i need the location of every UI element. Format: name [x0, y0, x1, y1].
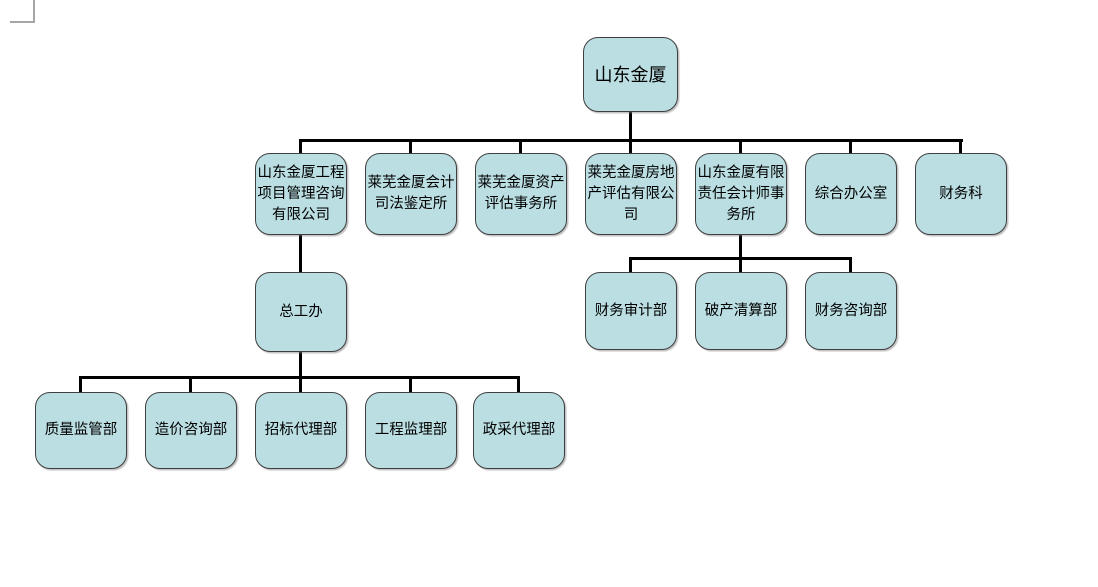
org-node-label: 山东金厦有限 责任会计师事 务所 — [697, 164, 785, 223]
org-node-label: 财务审计部 — [594, 302, 668, 319]
connector-zgb-stem — [299, 352, 302, 379]
connector-stub-l2-2 — [409, 139, 412, 153]
org-node-judicial-appraisal[interactable]: 莱芜金厦会计 司法鉴定所 — [365, 153, 457, 235]
connector-stub-l2-7 — [959, 139, 962, 153]
org-node-quality-supervision-dept[interactable]: 质量监管部 — [35, 392, 127, 469]
org-node-label: 总工办 — [279, 303, 323, 320]
connector-stub-l2-5 — [739, 139, 742, 153]
org-node-bankruptcy-liquidation-dept[interactable]: 破产清算部 — [695, 272, 787, 350]
org-node-shandong-jinxia[interactable]: 山东金厦 — [583, 37, 678, 112]
org-node-financial-audit-dept[interactable]: 财务审计部 — [585, 272, 677, 350]
connector-stub-cwzx — [849, 257, 852, 272]
connector-stub-l2-1 — [299, 139, 302, 153]
org-node-bidding-agency-dept[interactable]: 招标代理部 — [255, 392, 347, 469]
connector-root-stem — [629, 112, 632, 142]
org-node-engineering-consulting[interactable]: 山东金厦工程 项目管理咨询 有限公司 — [255, 153, 347, 235]
connector-stub-l2-4 — [629, 139, 632, 153]
org-node-label: 财务咨询部 — [814, 302, 888, 319]
connector-stub-pcqs — [739, 257, 742, 272]
org-node-label: 政采代理部 — [482, 422, 556, 438]
connector-l21-to-zgb — [299, 235, 302, 272]
org-node-cost-consulting-dept[interactable]: 造价咨询部 — [145, 392, 237, 469]
org-node-label: 工程监理部 — [374, 422, 448, 438]
org-node-accounting-firm[interactable]: 山东金厦有限 责任会计师事 务所 — [695, 153, 787, 235]
page-margin-corner-mark-horizontal — [10, 21, 35, 23]
org-node-label: 质量监管部 — [44, 422, 118, 438]
org-node-label: 造价咨询部 — [154, 422, 228, 438]
org-node-asset-valuation[interactable]: 莱芜金厦资产 评估事务所 — [475, 153, 567, 235]
org-node-label: 综合办公室 — [814, 185, 888, 202]
connector-stub-l4-2 — [189, 376, 192, 392]
page-margin-corner-mark-vertical — [33, 0, 35, 23]
org-node-label: 山东金厦工程 项目管理咨询 有限公司 — [257, 164, 345, 223]
org-node-gov-procurement-agency-dept[interactable]: 政采代理部 — [473, 392, 565, 469]
org-node-general-office[interactable]: 综合办公室 — [805, 153, 897, 235]
org-node-label: 破产清算部 — [704, 302, 778, 319]
connector-stub-l4-3 — [299, 376, 302, 392]
org-node-realestate-appraisal[interactable]: 莱芜金厦房地 产评估有限公 司 — [585, 153, 677, 235]
connector-stub-l4-4 — [409, 376, 412, 392]
org-node-label: 莱芜金厦资产 评估事务所 — [477, 175, 565, 212]
org-node-finance-section[interactable]: 财务科 — [915, 153, 1007, 235]
connector-stub-l4-1 — [79, 376, 82, 392]
connector-stub-l4-5 — [517, 376, 520, 392]
org-node-label: 莱芜金厦会计 司法鉴定所 — [367, 175, 455, 212]
org-node-financial-consulting-dept[interactable]: 财务咨询部 — [805, 272, 897, 350]
org-node-label: 山东金厦 — [594, 64, 667, 85]
connector-stub-cwsj — [629, 257, 632, 272]
org-node-chief-engineer-office[interactable]: 总工办 — [255, 272, 347, 352]
connector-l25-stem — [739, 235, 742, 260]
org-node-label: 招标代理部 — [264, 422, 338, 438]
org-node-project-supervision-dept[interactable]: 工程监理部 — [365, 392, 457, 469]
connector-stub-l2-6 — [849, 139, 852, 153]
org-node-label: 财务科 — [939, 185, 983, 202]
org-node-label: 莱芜金厦房地 产评估有限公 司 — [587, 164, 675, 223]
connector-stub-l2-3 — [519, 139, 522, 153]
